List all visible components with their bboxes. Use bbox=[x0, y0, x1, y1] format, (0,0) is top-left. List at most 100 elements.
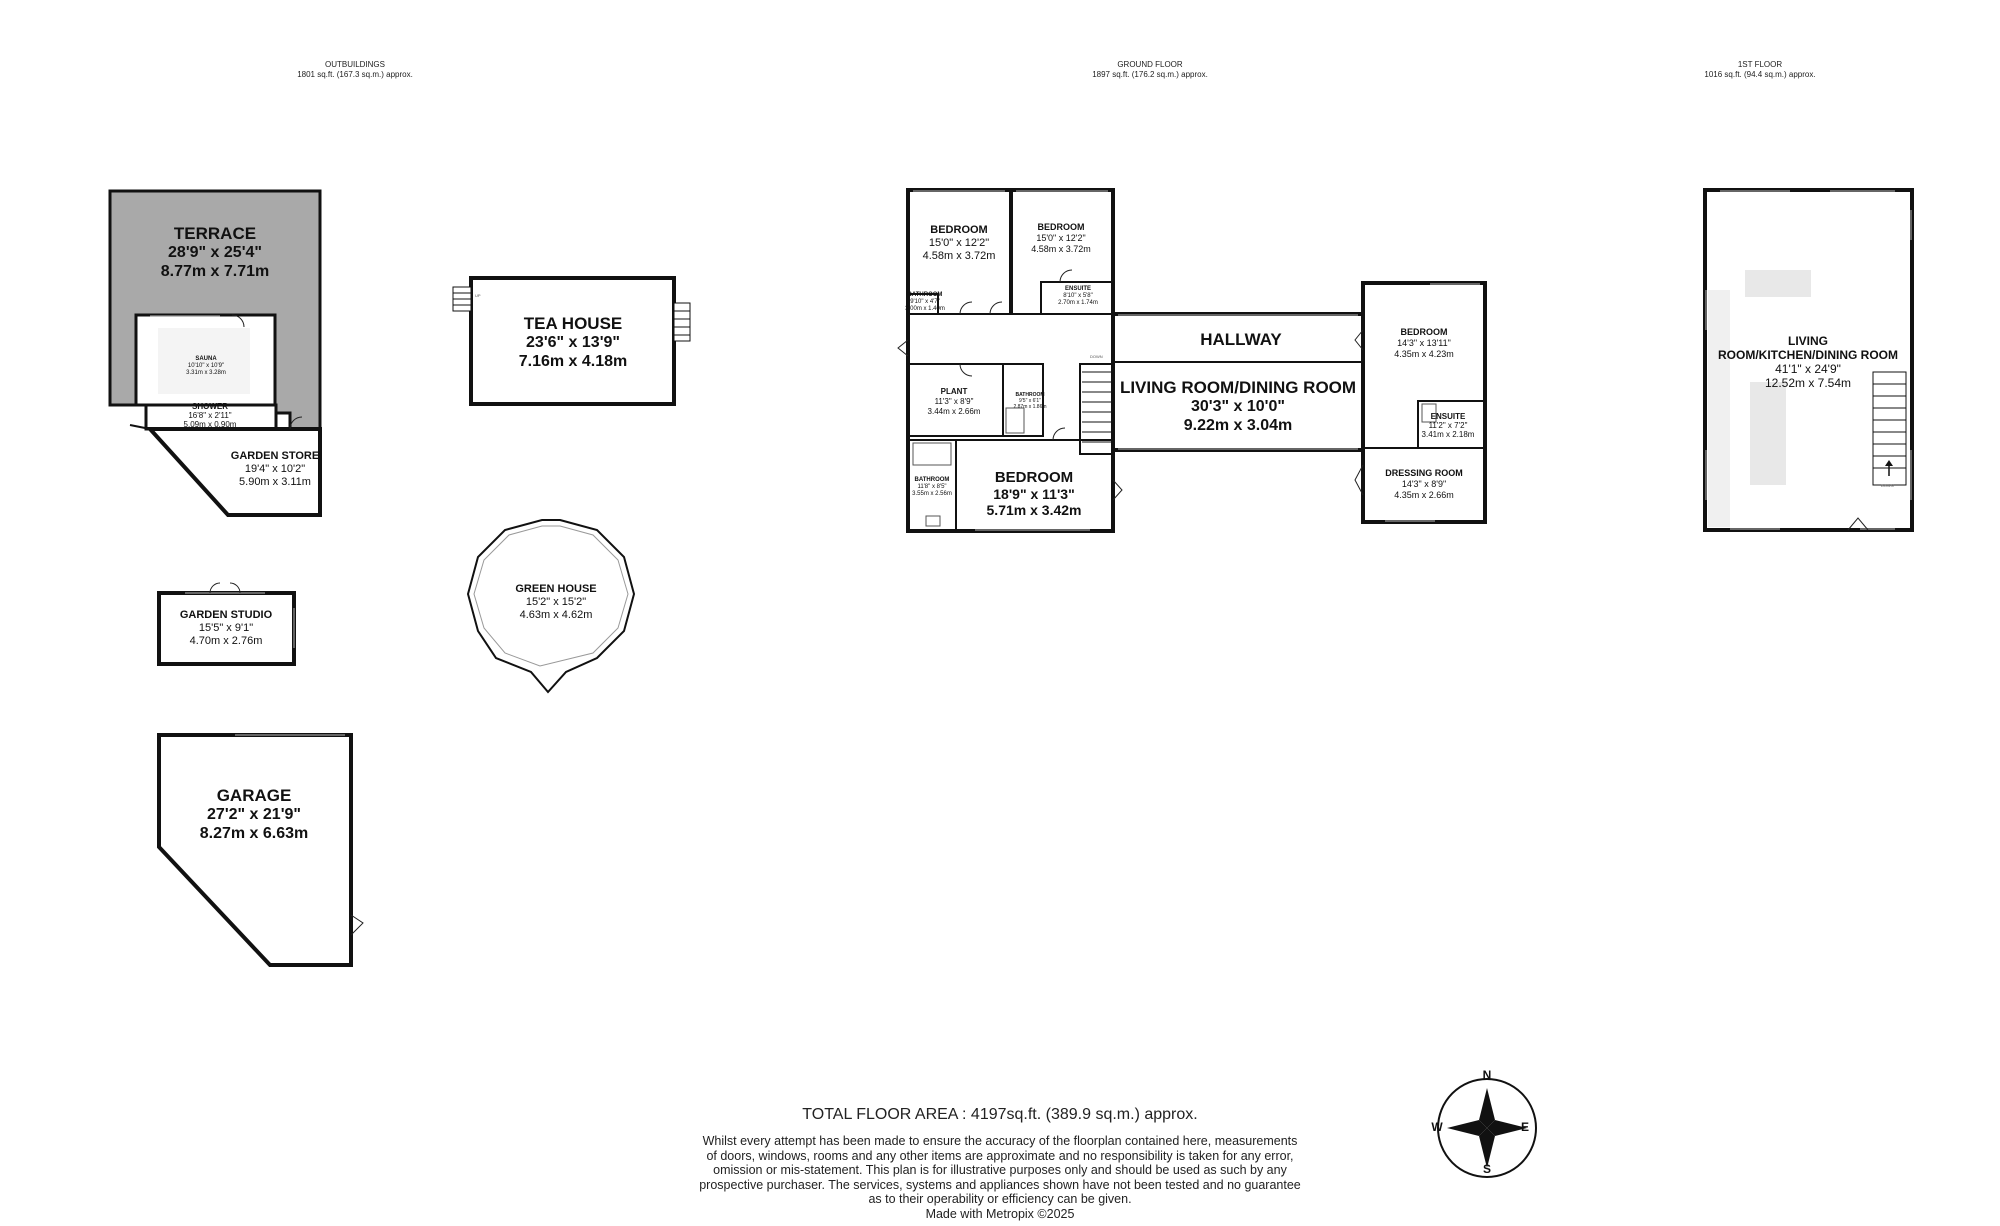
bedroom-3-name: BEDROOM bbox=[994, 469, 1074, 486]
credit-line: Made with Metropix ©2025 bbox=[925, 1206, 1075, 1221]
dressing-room-metric: 4.35m x 2.66m bbox=[1394, 490, 1454, 500]
compass-south: S bbox=[1482, 1162, 1492, 1176]
sauna-metric: 3.31m x 3.28m bbox=[186, 370, 226, 376]
tea-house-name: TEA HOUSE bbox=[523, 314, 623, 333]
bedroom-4-metric: 4.35m x 4.23m bbox=[1394, 349, 1454, 359]
first-floor-stairs bbox=[1873, 383, 1906, 476]
bedroom-4-label: BEDROOM 14'3" x 13'11" 4.35m x 4.23m bbox=[1394, 327, 1454, 360]
bedroom-4-imperial: 14'3" x 13'11" bbox=[1397, 338, 1451, 348]
bathroom-3-name: BATHROOM bbox=[914, 477, 950, 483]
ensuite-2-name: ENSUITE bbox=[1430, 412, 1466, 421]
sauna-label: SAUNA 10'10" x 10'9" 3.31m x 3.28m bbox=[186, 356, 226, 377]
shower-metric: 5.09m x 0.90m bbox=[183, 420, 237, 429]
bedroom-3-imperial: 18'9" x 11'3" bbox=[993, 486, 1075, 502]
shower-imperial: 16'8" x 2'11" bbox=[188, 411, 232, 420]
garage-imperial: 27'2" x 21'9" bbox=[207, 806, 301, 823]
ensuite-1-label: ENSUITE 8'10" x 5'8" 2.70m x 1.74m bbox=[1058, 286, 1098, 307]
ground-stair-down-label: DOWN bbox=[1090, 354, 1103, 359]
plant-imperial: 11'3" x 8'9" bbox=[934, 397, 974, 406]
bathroom-1-imperial: 9'10" x 4'7" bbox=[910, 299, 940, 305]
bedroom-2-imperial: 15'0" x 12'2" bbox=[1036, 233, 1086, 243]
first-floor-windows bbox=[1705, 190, 1912, 530]
living-kitchen-label: LIVING ROOM/KITCHEN/DINING ROOM 41'1" x … bbox=[1718, 334, 1898, 390]
first-floor-title: 1ST FLOOR bbox=[1737, 60, 1783, 69]
garden-studio-metric: 4.70m x 2.76m bbox=[189, 635, 263, 647]
bathroom-1-label: BATHROOM 9'10" x 4'7" 3.00m x 1.40m bbox=[905, 292, 945, 313]
bathroom-1-name: BATHROOM bbox=[907, 292, 943, 298]
first-floor-door bbox=[1847, 517, 1869, 531]
garden-store-metric: 5.90m x 3.11m bbox=[239, 476, 311, 488]
green-house-metric: 4.63m x 4.62m bbox=[519, 609, 593, 621]
garden-studio-label: GARDEN STUDIO 15'5" x 9'1" 4.70m x 2.76m bbox=[180, 609, 272, 648]
compass-west: W bbox=[1431, 1120, 1443, 1134]
plant-label: PLANT 11'3" x 8'9" 3.44m x 2.66m bbox=[928, 387, 981, 417]
disclaimer: Whilst every attempt has been made to en… bbox=[600, 1134, 1400, 1221]
bedroom-2-label: BEDROOM 15'0" x 12'2" 4.58m x 3.72m bbox=[1031, 222, 1091, 255]
ground-floor-doors bbox=[897, 269, 1364, 501]
ensuite-1-metric: 2.70m x 1.74m bbox=[1058, 300, 1098, 306]
first-stair-down-label: DOWN bbox=[1881, 483, 1894, 488]
garden-store-label: GARDEN STORE 19'4" x 10'2" 5.90m x 3.11m bbox=[231, 450, 319, 489]
bedroom-3-metric: 5.71m x 3.42m bbox=[986, 502, 1082, 518]
bathroom-2-label: BATHROOM 9'5" x 6'1" 2.87m x 1.86m bbox=[1013, 392, 1046, 410]
outbuildings-header: OUTBUILDINGS 1801 sq.ft. (167.3 sq.m.) a… bbox=[205, 60, 505, 80]
shower-label: SHOWER 16'8" x 2'11" 5.09m x 0.90m bbox=[184, 402, 237, 429]
garage-outline bbox=[157, 733, 364, 967]
bathroom-3-metric: 3.55m x 2.56m bbox=[912, 491, 952, 497]
sauna-name: SAUNA bbox=[195, 356, 217, 362]
hallway-label: HALLWAY bbox=[1200, 330, 1282, 349]
compass bbox=[1437, 1078, 1537, 1178]
ground-floor-walls bbox=[906, 188, 1487, 533]
living-dining-metric: 9.22m x 3.04m bbox=[1183, 417, 1293, 434]
green-house-name: GREEN HOUSE bbox=[515, 583, 597, 595]
green-house-imperial: 15'2" x 15'2" bbox=[525, 596, 587, 608]
ensuite-2-metric: 3.41m x 2.18m bbox=[1421, 430, 1475, 439]
garden-studio-name: GARDEN STUDIO bbox=[179, 609, 273, 621]
ground-floor-title: GROUND FLOOR bbox=[1117, 60, 1183, 69]
first-floor-area: 1016 sq.ft. (94.4 sq.m.) approx. bbox=[1704, 70, 1816, 79]
living-dining-label: LIVING ROOM/DINING ROOM 30'3" x 10'0" 9.… bbox=[1120, 378, 1356, 435]
tea-house-label: TEA HOUSE 23'6" x 13'9" 7.16m x 4.18m bbox=[519, 314, 628, 371]
disclaimer-line-3: omission or mis-statement. This plan is … bbox=[713, 1163, 1287, 1177]
living-kitchen-imperial: 41'1" x 24'9" bbox=[1775, 362, 1841, 376]
garden-studio-imperial: 15'5" x 9'1" bbox=[198, 622, 254, 634]
bedroom-3-label: BEDROOM 18'9" x 11'3" 5.71m x 3.42m bbox=[986, 469, 1082, 519]
bathroom-2-name: BATHROOM bbox=[1015, 392, 1045, 398]
living-dining-imperial: 30'3" x 10'0" bbox=[1191, 398, 1285, 415]
living-kitchen-name-line1: LIVING bbox=[1787, 334, 1828, 348]
garage-name: GARAGE bbox=[216, 786, 292, 805]
total-floor-area: TOTAL FLOOR AREA : 4197sq.ft. (389.9 sq.… bbox=[802, 1106, 1198, 1123]
terrace-metric: 8.77m x 7.71m bbox=[160, 263, 270, 280]
compass-north: N bbox=[1482, 1068, 1492, 1082]
first-floor-header: 1ST FLOOR 1016 sq.ft. (94.4 sq.m.) appro… bbox=[1610, 60, 1910, 80]
bathroom-2-metric: 2.87m x 1.86m bbox=[1013, 404, 1047, 410]
tea-house-stair-up-label: UP bbox=[475, 293, 481, 298]
dressing-room-label: DRESSING ROOM 14'3" x 8'9" 4.35m x 2.66m bbox=[1385, 468, 1463, 501]
terrace-label: TERRACE 28'9" x 25'4" 8.77m x 7.71m bbox=[161, 224, 270, 281]
garden-store-name: GARDEN STORE bbox=[230, 450, 320, 462]
plant-name: PLANT bbox=[940, 387, 968, 396]
ensuite-1-imperial: 8'10" x 5'8" bbox=[1063, 293, 1093, 299]
outbuildings-title: OUTBUILDINGS bbox=[324, 60, 385, 69]
hallway-name: HALLWAY bbox=[1200, 330, 1282, 349]
ensuite-1-name: ENSUITE bbox=[1064, 286, 1091, 292]
ensuite-2-imperial: 11'2" x 7'2" bbox=[1428, 421, 1468, 430]
bedroom-4-name: BEDROOM bbox=[1400, 327, 1448, 337]
terrace-name: TERRACE bbox=[173, 224, 257, 243]
tea-house-imperial: 23'6" x 13'9" bbox=[526, 334, 620, 351]
disclaimer-line-5: as to their operability or efficiency ca… bbox=[868, 1192, 1132, 1206]
living-dining-name: LIVING ROOM/DINING ROOM bbox=[1119, 378, 1357, 397]
bathroom-1-metric: 3.00m x 1.40m bbox=[905, 306, 945, 312]
sauna-imperial: 10'10" x 10'9" bbox=[187, 363, 225, 369]
bathroom-3-imperial: 11'8" x 8'5" bbox=[917, 484, 947, 490]
garage-metric: 8.27m x 6.63m bbox=[199, 825, 309, 842]
ground-floor-stairs bbox=[1082, 371, 1111, 443]
outbuildings-area: 1801 sq.ft. (167.3 sq.m.) approx. bbox=[297, 70, 413, 79]
ground-floor-windows bbox=[913, 190, 1480, 531]
garage-label: GARAGE 27'2" x 21'9" 8.27m x 6.63m bbox=[200, 786, 309, 843]
ground-floor-fixtures bbox=[912, 403, 1437, 527]
bedroom-1-metric: 4.58m x 3.72m bbox=[922, 250, 996, 262]
sauna-outline bbox=[134, 313, 277, 407]
living-kitchen-name: ROOM/KITCHEN/DINING ROOM bbox=[1718, 348, 1898, 362]
